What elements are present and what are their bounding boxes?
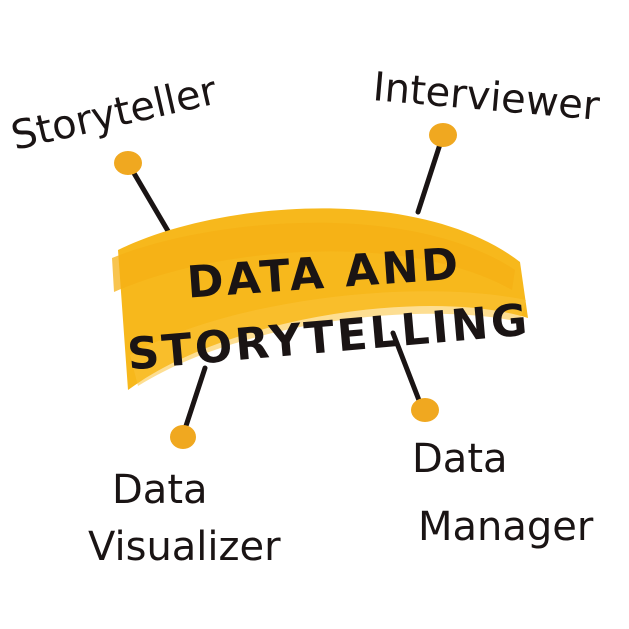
dot-data-visualizer: [170, 425, 196, 449]
connector-interviewer: [415, 132, 446, 215]
dot-storyteller: [114, 151, 142, 175]
role-data-manager-line2: Manager: [418, 504, 594, 550]
role-data-manager-line1: Data: [412, 436, 508, 482]
role-data-visualizer-line2: Visualizer: [88, 524, 281, 570]
dot-interviewer: [429, 123, 457, 147]
dot-data-manager: [411, 398, 439, 422]
role-data-visualizer-line1: Data: [112, 467, 208, 513]
role-interviewer: Interviewer: [371, 64, 602, 130]
connector-data-manager: [390, 330, 425, 411]
connector-data-visualizer: [180, 365, 208, 438]
role-storyteller: Storyteller: [7, 68, 222, 160]
banner-highlight: [112, 208, 528, 390]
